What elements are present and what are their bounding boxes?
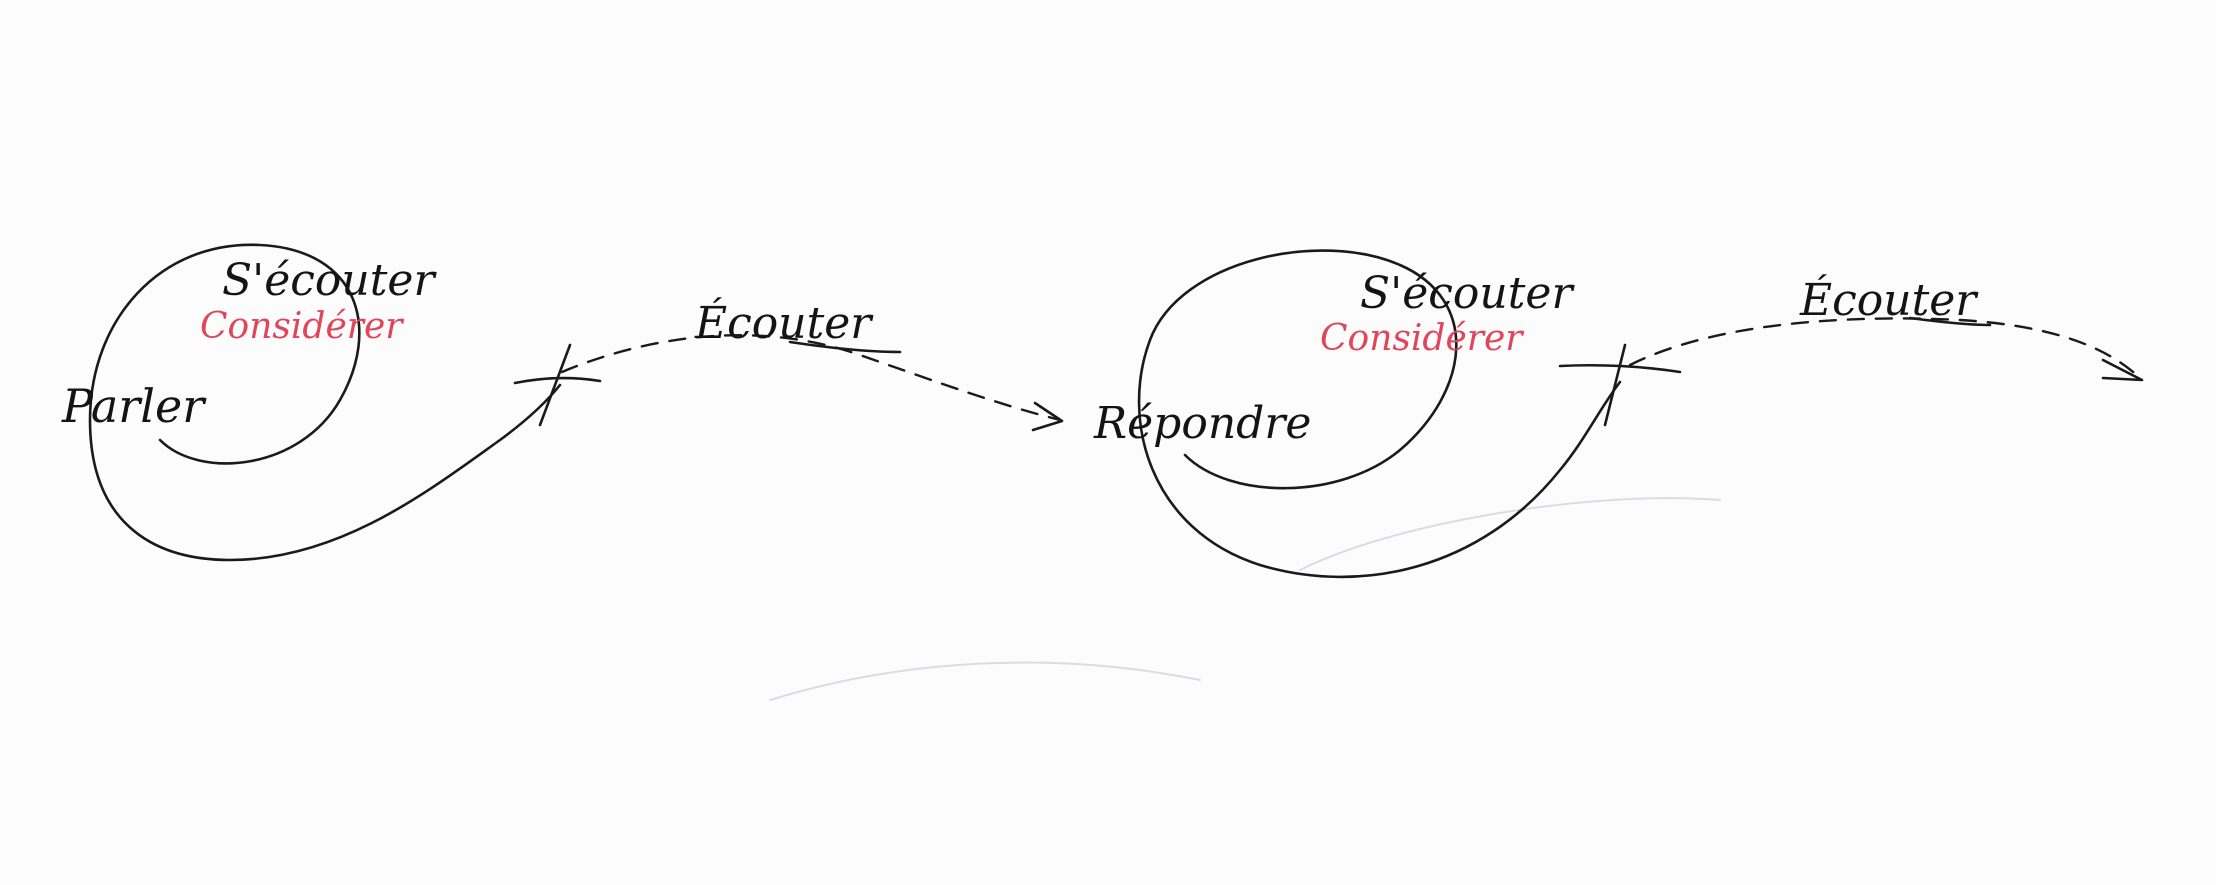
label-ecouter-1: Écouter xyxy=(694,296,874,349)
label-secouter-1: S'écouter xyxy=(222,255,437,306)
dashed-arrow-1 xyxy=(560,334,1062,422)
faint-trace-2 xyxy=(769,661,1201,701)
underline-ecouter-2 xyxy=(1908,316,1992,327)
arrowhead-1 xyxy=(1031,401,1064,432)
spiral-loop-2 xyxy=(1137,249,1622,579)
junction-cross-2b xyxy=(1603,343,1627,427)
label-secouter-2: S'écouter xyxy=(1360,268,1575,319)
label-considerer-2: Considérer xyxy=(1320,318,1524,359)
spiral-loop-1 xyxy=(88,243,562,562)
arrowhead-2 xyxy=(2101,358,2144,382)
label-repondre: Répondre xyxy=(1093,398,1311,449)
junction-cross-1b xyxy=(538,343,572,427)
junction-cross-1 xyxy=(513,376,602,385)
label-considerer-1: Considérer xyxy=(200,306,404,347)
underline-ecouter-1 xyxy=(788,340,902,354)
faint-trace-1 xyxy=(1299,497,1721,571)
dashed-arrow-2 xyxy=(1628,317,2142,380)
label-ecouter-2: Écouter xyxy=(1799,273,1979,326)
label-parler: Parler xyxy=(61,379,207,433)
